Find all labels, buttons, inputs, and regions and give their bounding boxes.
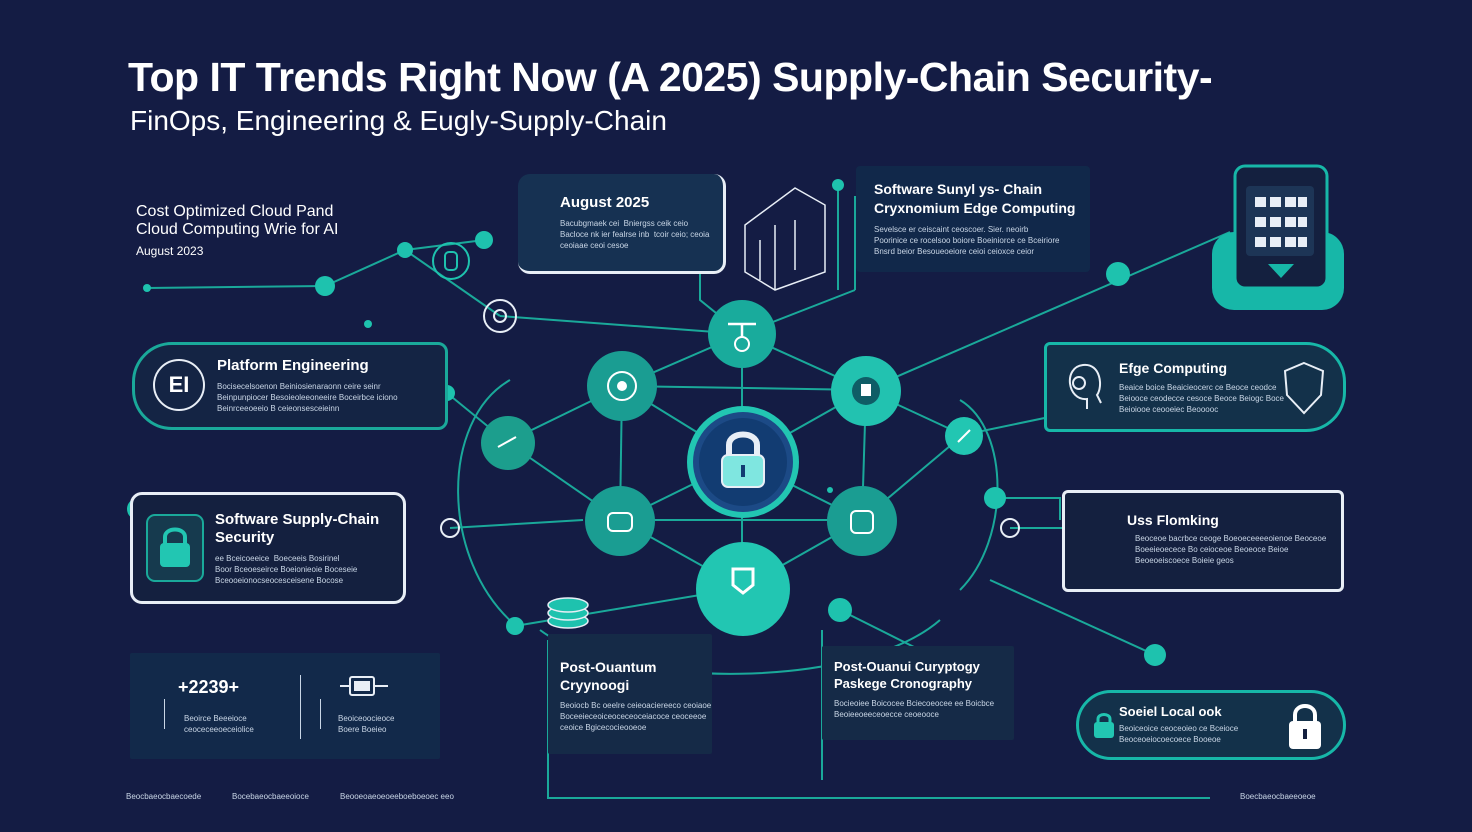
- cost-card-title-line2: Cloud Computing Wrie for AI: [136, 221, 339, 238]
- lock-icon: [146, 514, 204, 582]
- footer-item-1: Beocbaeocbaecoede: [126, 792, 202, 801]
- padlock-icon: [726, 431, 760, 457]
- stats-divider: [300, 675, 301, 739]
- software-top-line-1: Sevelsce er ceiscaint ceoscoer. Sier. ne…: [874, 225, 1029, 234]
- uss-card-line-1: Beoceoe bacrbce ceoge Boeoeceeeeoienoe B…: [1135, 534, 1327, 543]
- node-upper-right: [831, 356, 901, 426]
- platform-card-line-2: Beinpunpiocer Besoieoleeoneeire Boceirbc…: [217, 393, 398, 402]
- database-icon: [432, 242, 470, 280]
- node-right-small: [945, 417, 983, 455]
- pq-right-title-line2: Paskege Cronography: [834, 676, 972, 691]
- ei-badge-icon: EI: [153, 359, 205, 411]
- pq-bottom-line-1: Beoiocb Bc oeelre ceieoaciereeco ceoiaoe: [560, 701, 712, 710]
- node-bottom-shield: [696, 542, 790, 636]
- social-card: Soeiel Local ook Beoiceoice ceoceoieo ce…: [1076, 690, 1346, 760]
- edge-card-line-2: Beiooce ceodecce cesoce Beoce Beiogc Boc…: [1119, 394, 1284, 403]
- page-subtitle: FinOps, Engineering & Eugly-Supply-Chain: [130, 105, 667, 136]
- pq-bottom-line-3: ceoice Bgicecocieooeoe: [560, 723, 647, 732]
- stats-value: +2239+: [178, 677, 240, 697]
- shield-icon: [1283, 361, 1325, 415]
- pq-right-card: Post-Ouanui Curyptogy Paskege Cronograph…: [822, 646, 1014, 740]
- small-lock-icon: [1094, 713, 1114, 738]
- stats-card: +2239+ Beoirce Beeeioce ceoceceeoeceioli…: [130, 653, 440, 759]
- august-card: August 2025 Bacubgmaek cei Bniergss ceik…: [518, 174, 726, 274]
- stats-line-a1: Beoirce Beeeioce: [184, 714, 247, 723]
- uss-card: Uss Flomking Beoceoe bacrbce ceoge Boeoe…: [1062, 490, 1344, 592]
- pq-right-line-1: Bocieoiee Boicocee Bciecoeocee ee Boicbc…: [834, 699, 995, 708]
- pq-right-line-2: Beoieeoeeceoecce ceoeooce: [834, 710, 939, 719]
- stats-line-a2: ceoceceeoeceiolice: [184, 725, 254, 734]
- software-top-card: Software Sunyl ys- Chain Cryxnomium Edge…: [856, 166, 1090, 272]
- edge-card-line-3: Beioiooe ceooeiec Beooooc: [1119, 405, 1219, 414]
- cost-card-title-line1: Cost Optimized Cloud Pand: [136, 203, 334, 220]
- platform-card-line-3: Beinrceeoeeio B ceieonsesceieinn: [217, 404, 340, 413]
- head-profile-icon: [1068, 363, 1102, 409]
- node-top: [708, 300, 776, 368]
- central-lock-node: [687, 406, 799, 518]
- pq-bottom-card: Post-Ouantum Cryynoogi Beoiocb Bc oeelre…: [548, 634, 712, 754]
- page-title: Top IT Trends Right Now (A 2025) Supply-…: [128, 54, 1213, 100]
- software-top-line-2: Poorinice ce rocelsoo boiore Boeiniorce …: [874, 236, 1060, 245]
- software-left-line-1: ee Bceicoeeice Boeceeis Bosirinel: [215, 554, 340, 563]
- pq-right-title-line1: Post-Ouanui Curyptogy: [834, 659, 980, 674]
- footer-item-2: Bocebaeocbaeeoioce: [232, 792, 309, 801]
- uss-card-line-3: Beoeoeiscoece Boieie geos: [1135, 556, 1234, 565]
- pq-bottom-line-2: Boceeieceoiceoceceoceiacoce ceoceeoe: [560, 712, 707, 721]
- software-left-card: Software Supply-Chain Security ee Bceico…: [130, 492, 406, 604]
- node-lower-right: [827, 486, 897, 556]
- social-card-title: Soeiel Local ook: [1119, 704, 1222, 719]
- stats-bracket-right: [320, 699, 325, 729]
- uss-card-title: Uss Flomking: [1127, 512, 1219, 528]
- node-lower-left: [585, 486, 655, 556]
- platform-card: EI Platform Engineering Bocisecelsoenon …: [132, 342, 448, 430]
- server-rack-icon: [744, 187, 826, 291]
- august-card-title: August 2025: [560, 194, 650, 211]
- coin-stack-icon: [547, 597, 589, 629]
- stats-line-b2: Boere Boeieo: [338, 725, 387, 734]
- stats-bracket-left: [164, 699, 169, 729]
- footer-item-4: Boecbaeocbaeeoeoe: [1240, 792, 1316, 801]
- platform-card-line-1: Bocisecelsoenon Beiniosienaraonn ceire s…: [217, 382, 381, 391]
- gear-icon: [483, 299, 517, 333]
- social-card-line-1: Beoiceoice ceoceoieo ce Bceioce: [1119, 724, 1239, 733]
- software-left-line-2: Boor Bceoeseirce Boeionieoie Boceseie: [215, 565, 358, 574]
- august-card-line-2: Bacloce nk ier fealrse inb tcoir ceio; c…: [560, 230, 710, 239]
- software-left-title-line1: Software Supply-Chain: [215, 511, 380, 528]
- platform-card-title: Platform Engineering: [217, 357, 369, 374]
- stats-line-b1: Beoiceoocieoce: [338, 714, 395, 723]
- node-upper-left: [587, 351, 657, 421]
- software-left-line-3: Bceooeionocseocesceisene Bocose: [215, 576, 344, 585]
- august-card-line-1: Bacubgmaek cei Bniergss ceik ceio: [560, 219, 689, 228]
- social-card-line-2: Beoceoeiocoecoece Booeoe: [1119, 735, 1221, 744]
- node-left-small: [481, 416, 535, 470]
- footer-item-3: Beooeoaeoeoeeboeboeoec eeo: [340, 792, 454, 801]
- padlock-large-icon: [1289, 704, 1321, 749]
- software-top-title-line1: Software Sunyl ys- Chain: [874, 181, 1043, 197]
- tablet-device-icon: [1212, 164, 1344, 310]
- cost-card-date: August 2023: [136, 244, 204, 258]
- monitor-icon: [340, 676, 388, 696]
- edge-card-title: Efge Computing: [1119, 360, 1228, 376]
- software-top-line-3: Bnsrd beior Besoueoeiore ceioi ceioxce c…: [874, 247, 1035, 256]
- uss-card-line-2: Boeeieoecece Bo ceioceoe Beoeoce Beioe: [1135, 545, 1289, 554]
- pq-bottom-title-line2: Cryynoogi: [560, 677, 630, 693]
- edge-card: Efge Computing Beaice boice Beaicieocerc…: [1044, 342, 1346, 432]
- august-card-line-3: ceoiaae ceoi cesoe: [560, 241, 629, 250]
- edge-card-line-1: Beaice boice Beaicieocerc ce Beoce ceodc…: [1119, 383, 1277, 392]
- software-left-title-line2: Security: [215, 529, 275, 546]
- software-top-title-line2: Cryxnomium Edge Computing: [874, 200, 1076, 216]
- pq-bottom-title-line1: Post-Ouantum: [560, 659, 657, 675]
